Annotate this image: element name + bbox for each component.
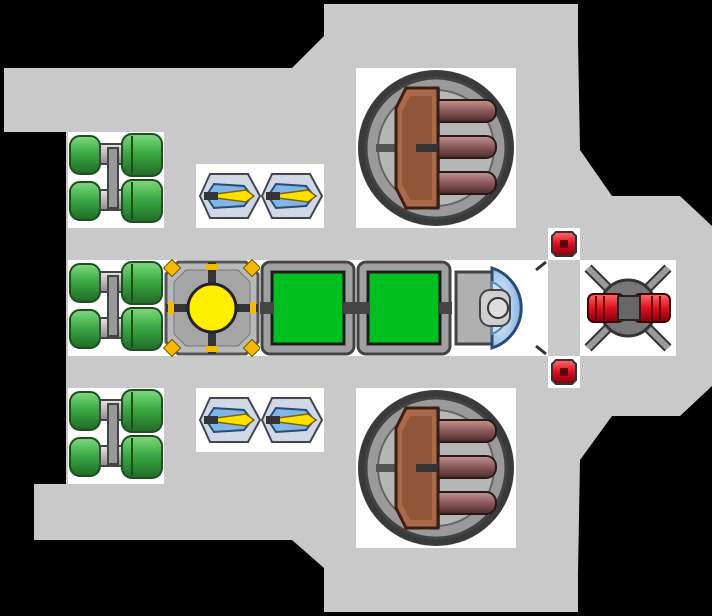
reactor-core-icon bbox=[186, 282, 238, 334]
missile-icon bbox=[198, 397, 262, 443]
front-weapon[interactable] bbox=[580, 260, 676, 356]
laser-weapon-icon bbox=[584, 264, 672, 352]
engine-thruster-icon bbox=[69, 389, 163, 479]
missile-rack-bottom[interactable] bbox=[196, 388, 324, 452]
shield-room-2[interactable] bbox=[356, 260, 452, 356]
cannon-turret-icon bbox=[358, 390, 514, 546]
engine-thruster-icon bbox=[69, 133, 163, 223]
missile-icon bbox=[260, 173, 324, 219]
missile-icon bbox=[260, 397, 324, 443]
shield-room-1[interactable] bbox=[260, 260, 356, 356]
engine-top[interactable] bbox=[68, 132, 164, 228]
missile-icon bbox=[198, 173, 262, 219]
shield-panel-icon bbox=[366, 270, 442, 346]
engine-middle[interactable] bbox=[68, 260, 164, 356]
sensor-eye-icon bbox=[487, 297, 509, 319]
sensor-dish[interactable] bbox=[452, 260, 548, 356]
engine-thruster-icon bbox=[69, 261, 163, 351]
missile-rack-top[interactable] bbox=[196, 164, 324, 228]
reactor-core[interactable] bbox=[162, 258, 262, 358]
turret-top[interactable] bbox=[356, 68, 516, 228]
engine-bottom[interactable] bbox=[68, 388, 164, 484]
warning-light-top[interactable] bbox=[548, 228, 580, 260]
cannon-turret-icon bbox=[358, 70, 514, 226]
turret-bottom[interactable] bbox=[356, 388, 516, 548]
shield-panel-icon bbox=[270, 270, 346, 346]
warning-light-bottom[interactable] bbox=[548, 356, 580, 388]
